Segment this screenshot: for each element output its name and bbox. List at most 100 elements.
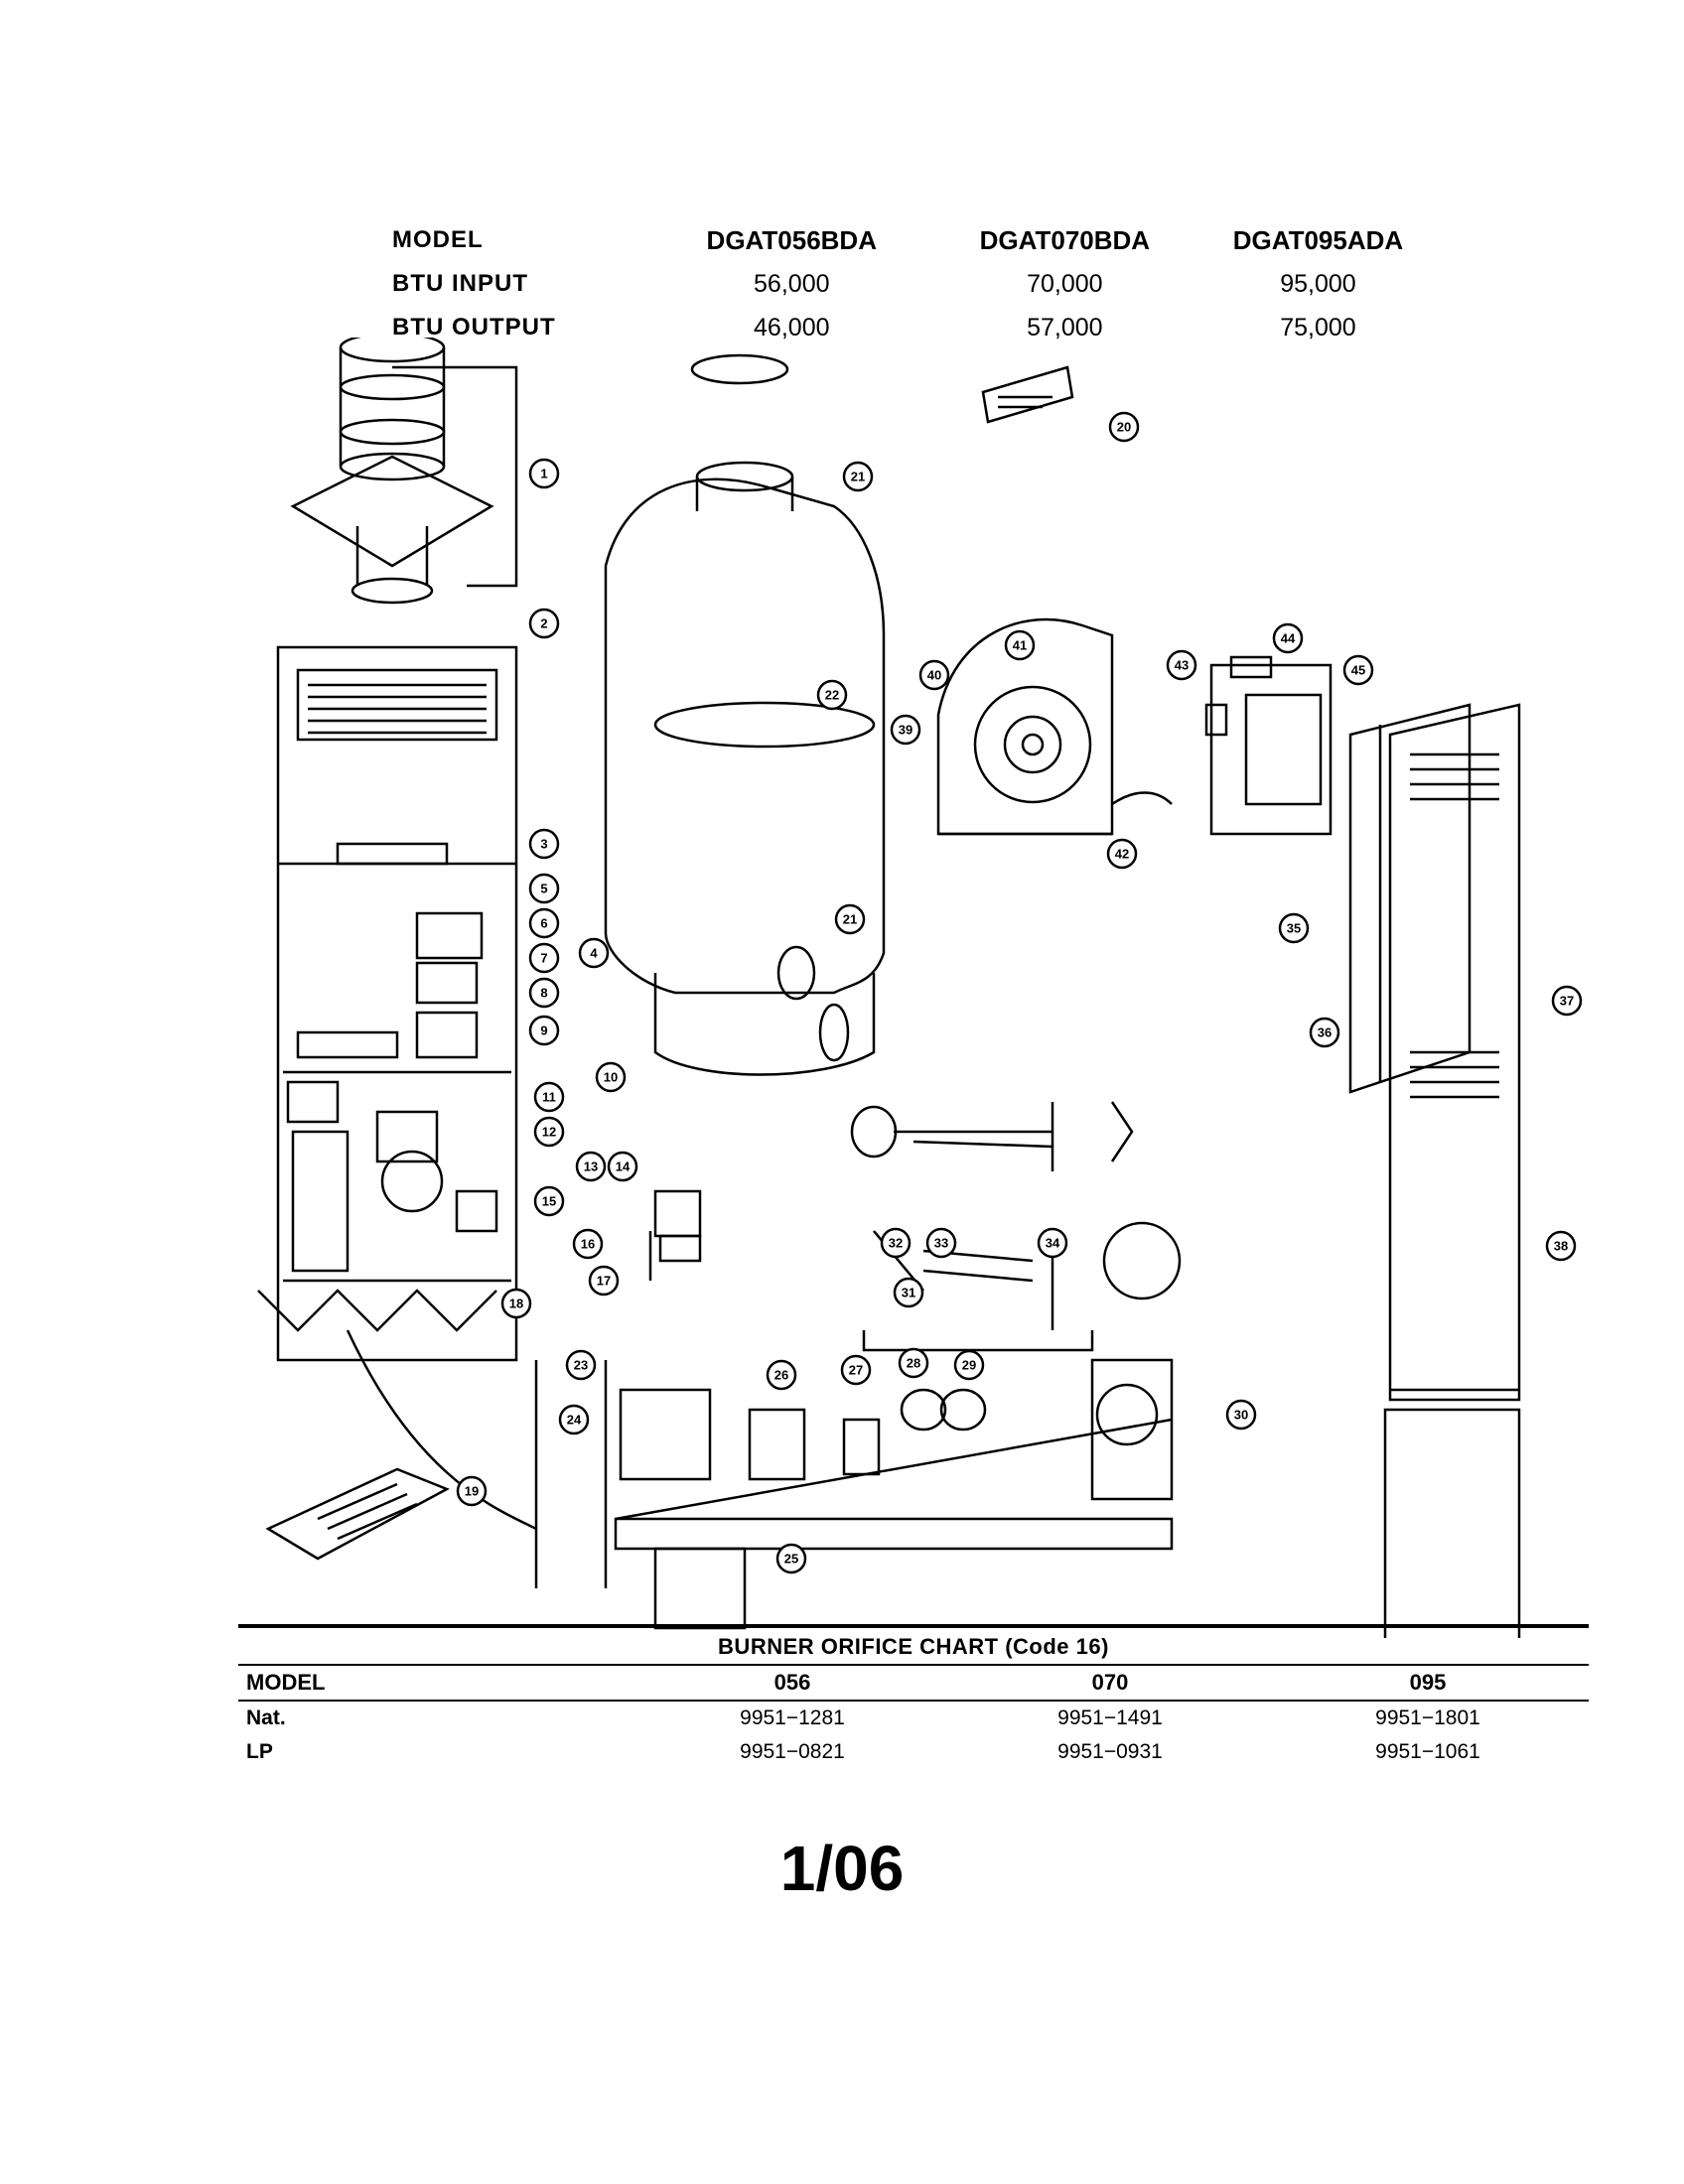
orifice-nat-095: 9951−1801 [1375, 1706, 1480, 1729]
chart-top-rule [238, 1624, 1589, 1628]
orifice-row-lp: LP 9951−0821 9951−0931 9951−1061 [238, 1735, 1589, 1769]
callout-label: 1 [540, 467, 547, 481]
manual-booklet [265, 1467, 450, 1561]
orifice-lp-095: 9951−1061 [1375, 1740, 1480, 1763]
callout-7: 7 [528, 942, 560, 974]
orifice-model-056: 056 [773, 1670, 811, 1695]
callout-label: 28 [907, 1356, 920, 1371]
callout-label: 27 [849, 1363, 863, 1378]
orifice-lp-056: 9951−0821 [740, 1740, 845, 1763]
callout-21: 21 [834, 903, 866, 935]
callout-20: 20 [1108, 411, 1140, 443]
callout-6: 6 [528, 907, 560, 939]
orifice-model-070: 070 [1091, 1670, 1129, 1695]
callout-label: 43 [1175, 658, 1189, 673]
callout-10: 10 [595, 1061, 627, 1093]
callout-25: 25 [775, 1543, 807, 1574]
callout-41: 41 [1004, 629, 1036, 661]
callout-17: 17 [588, 1265, 620, 1297]
callout-29: 29 [953, 1349, 985, 1381]
spec-model-056: DGAT056BDA [706, 224, 877, 255]
btu-output-070: 57,000 [1027, 313, 1103, 341]
callout-label: 4 [590, 946, 598, 961]
orifice-row-nat: Nat. 9951−1281 9951−1491 9951−1801 [238, 1702, 1589, 1735]
callout-34: 34 [1037, 1227, 1068, 1259]
callout-32: 32 [880, 1227, 912, 1259]
blower-housing [1204, 655, 1333, 836]
spec-model-label: MODEL [392, 226, 484, 253]
burner-orifice-chart: BURNER ORIFICE CHART (Code 16) MODEL 056… [238, 1624, 1589, 1769]
orifice-model-095: 095 [1409, 1670, 1447, 1695]
callout-label: 15 [542, 1194, 556, 1209]
callout-label: 21 [843, 912, 857, 927]
callout-label: 5 [540, 882, 547, 896]
spec-btu-input-row: BTU INPUT 56,000 70,000 95,000 [392, 262, 1445, 306]
spec-model-070: DGAT070BDA [979, 224, 1151, 255]
callout-26: 26 [766, 1359, 797, 1391]
callout-36: 36 [1309, 1017, 1340, 1048]
burner-parts [850, 1101, 1182, 1352]
btu-output-label: BTU OUTPUT [392, 314, 556, 341]
spec-btu-output-row: BTU OUTPUT 46,000 57,000 75,000 [392, 306, 1445, 349]
callout-9: 9 [528, 1015, 560, 1046]
btu-input-070: 70,000 [1027, 269, 1103, 298]
btu-input-056: 56,000 [754, 269, 830, 298]
callout-label: 29 [962, 1358, 976, 1373]
orifice-nat-056: 9951−1281 [740, 1706, 845, 1729]
orifice-nat-070: 9951−1491 [1057, 1706, 1163, 1729]
callout-label: 13 [584, 1160, 598, 1174]
callout-label: 31 [902, 1286, 915, 1300]
callout-14: 14 [607, 1151, 638, 1182]
callout-24: 24 [558, 1404, 590, 1435]
callout-label: 39 [899, 723, 912, 738]
callout-label: 36 [1318, 1025, 1332, 1040]
chart-header-rule [238, 1700, 1589, 1702]
spec-header-row: MODEL DGAT056BDA DGAT070BDA DGAT095ADA [392, 218, 1445, 262]
callout-40: 40 [918, 659, 950, 691]
callout-label: 32 [889, 1236, 903, 1251]
callout-label: 3 [540, 837, 547, 852]
callout-16: 16 [572, 1228, 604, 1260]
orifice-nat-label: Nat. [246, 1706, 286, 1729]
callout-15: 15 [533, 1185, 565, 1217]
callout-23: 23 [565, 1349, 597, 1381]
callout-35: 35 [1278, 912, 1310, 944]
callout-label: 25 [784, 1552, 798, 1567]
callout-label: 17 [597, 1274, 611, 1289]
callout-11: 11 [533, 1081, 565, 1113]
vent-pipe-assembly [290, 338, 518, 605]
callout-30: 30 [1225, 1399, 1257, 1431]
footer-date: 1/06 [779, 1833, 905, 1904]
btu-input-label: BTU INPUT [392, 270, 528, 297]
callout-3: 3 [528, 828, 560, 860]
callout-13: 13 [575, 1151, 607, 1182]
callout-label: 14 [616, 1160, 631, 1174]
control-panel [534, 1358, 1174, 1630]
callout-label: 33 [934, 1236, 948, 1251]
heat-exchanger [604, 353, 886, 1076]
callout-label: 42 [1115, 847, 1129, 862]
orifice-lp-070: 9951−0931 [1057, 1740, 1163, 1763]
btu-output-056: 46,000 [754, 313, 830, 341]
callout-label: 21 [851, 470, 865, 484]
orifice-model-label: MODEL [246, 1670, 326, 1695]
callout-38: 38 [1545, 1230, 1577, 1262]
callout-43: 43 [1166, 649, 1197, 681]
callout-19: 19 [456, 1475, 488, 1507]
gas-valve [648, 1189, 702, 1281]
callout-5: 5 [528, 873, 560, 904]
callout-1: 1 [528, 458, 560, 489]
callout-label: 6 [540, 916, 547, 931]
orifice-lp-label: LP [246, 1740, 273, 1763]
callout-label: 18 [509, 1297, 523, 1311]
callout-label: 2 [540, 616, 547, 631]
callout-label: 37 [1560, 994, 1574, 1009]
callout-label: 9 [540, 1024, 547, 1038]
callout-label: 19 [465, 1484, 479, 1499]
btu-output-095: 75,000 [1280, 313, 1356, 341]
callout-2: 2 [528, 608, 560, 639]
callout-label: 34 [1046, 1236, 1060, 1251]
callout-label: 24 [567, 1413, 582, 1428]
callout-label: 8 [540, 986, 547, 1001]
